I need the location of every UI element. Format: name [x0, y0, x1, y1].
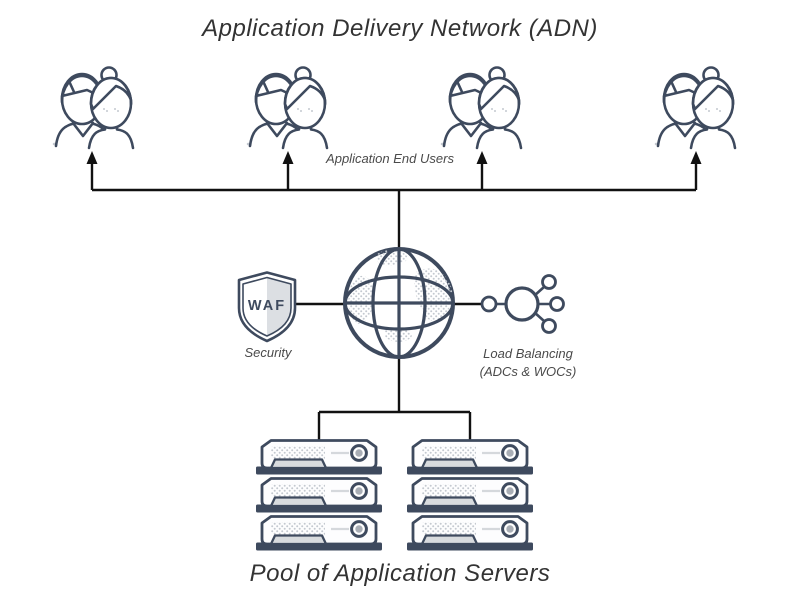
globe-icon: [343, 247, 455, 359]
users-pair-icon: [246, 66, 329, 150]
load-balancing-label-line1: Load Balancing: [483, 346, 573, 361]
users-pair-icon: [440, 66, 523, 150]
server-stack-icon: [407, 441, 533, 551]
footer-title: Pool of Application Servers: [249, 560, 551, 587]
load-balancer-icon: [480, 274, 565, 334]
arrow-shafts: [90, 162, 698, 190]
end-users-label: Application End Users: [326, 151, 454, 166]
users-pair-icon: [52, 66, 135, 150]
server-stack-icon: [256, 441, 382, 551]
diagram-title: Application Delivery Network (ADN): [202, 15, 598, 42]
waf-shield-label: WAF: [247, 298, 287, 314]
security-label: Security: [244, 345, 292, 360]
arrow-heads: [86, 151, 702, 164]
globe-to-servers-lines: [317, 357, 472, 440]
users-pair-icon: [654, 66, 737, 150]
waf-shield-icon: [237, 271, 297, 343]
load-balancing-label-line2: (ADCs & WOCs): [479, 364, 577, 379]
connector-lines: [90, 162, 698, 440]
